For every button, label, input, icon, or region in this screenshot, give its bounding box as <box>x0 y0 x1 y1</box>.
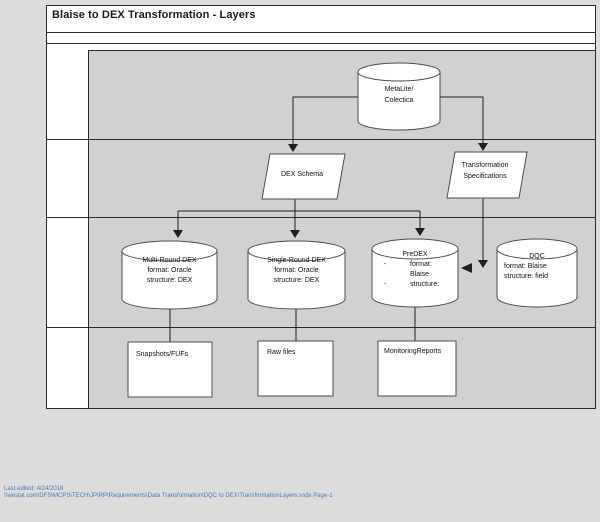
dqc-label: DQC format: Blaise structure: field <box>504 253 548 280</box>
page-title: Blaise to DEX Transformation - Layers <box>52 9 256 21</box>
footer-last-edited: Last edited: 4/24/2018 <box>4 486 64 492</box>
lane-divider-1 <box>47 139 595 140</box>
multi-round-dex-label: Multi-Round DEX format: Oracle structure… <box>142 257 197 284</box>
title-band: Blaise to DEX Transformation - Layers <box>47 6 595 33</box>
footer-file-path: \\westat.com\DFS\MCPS\TECH\JP\RP\Require… <box>4 493 333 499</box>
monitoring-reports-label: MonitoringReports <box>384 348 442 355</box>
single-round-dex-label: Single-Round DEX format: Oracle structur… <box>267 257 326 284</box>
lane-divider-2 <box>47 217 595 218</box>
predex-label: PreDEX - format: Blaise - structure: <box>384 251 440 288</box>
snapshots-label: Snapshots/FUFs <box>136 351 189 358</box>
bullet-dash: - <box>384 261 387 268</box>
raw-files-label: Raw files <box>267 349 296 356</box>
metalite-label: MetaLite/ Colectica <box>384 86 414 104</box>
footer: Last edited: 4/24/2018 \\westat.com\DFS\… <box>4 486 564 500</box>
lane-divider-3 <box>47 327 595 328</box>
subtitle-band <box>47 33 595 44</box>
transformation-specs-label: Transformation Specifications <box>461 162 509 180</box>
bullet-dash: - <box>384 281 387 288</box>
dex-schema-label: DEX Schema <box>280 171 324 178</box>
